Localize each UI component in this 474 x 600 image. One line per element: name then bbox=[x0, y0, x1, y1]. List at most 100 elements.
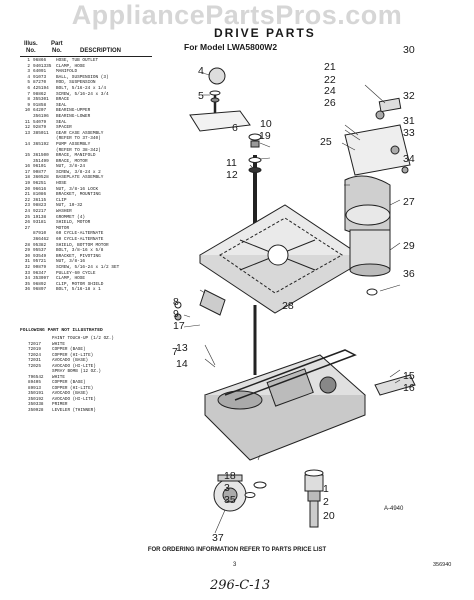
parts-row-desc: BOLT, 3/8-16 x 5/8 bbox=[56, 248, 104, 254]
callout-15: 15 bbox=[403, 370, 415, 382]
parts-row-desc: SEAL bbox=[56, 119, 67, 125]
parts-row-partno: 98862 bbox=[33, 91, 47, 97]
parts-row-desc: WASHER bbox=[56, 209, 72, 215]
parts-row-num: 21 bbox=[24, 192, 30, 198]
parts-row-desc: BRACKET, PIVOTING bbox=[56, 253, 101, 259]
callout-1: 1 bbox=[323, 483, 329, 495]
parts-row-partno: 95721 bbox=[33, 259, 47, 265]
not-illustrated-partno: 72017 bbox=[28, 341, 41, 347]
parts-row-desc: NUT, 3/8-24 bbox=[56, 164, 85, 170]
parts-row-desc: CLIP bbox=[56, 197, 67, 203]
parts-row-num: 11 bbox=[24, 119, 30, 125]
parts-row-desc: SCREW, 5/16-24 x 1/2 SET bbox=[56, 264, 120, 270]
not-illustrated-row: SPRAY BOMB (12 OZ.) bbox=[28, 369, 168, 375]
parts-row-partno: 96866 bbox=[33, 58, 47, 63]
not-illustrated-desc: AVOCADO (BASE) bbox=[52, 391, 89, 396]
parts-row-desc: BALL, SUSPENSION (3) bbox=[56, 74, 109, 80]
not-illustrated-desc: PAINT TOUCH-UP (1/2 OZ.) bbox=[52, 336, 114, 341]
parts-row-desc: (REFER TO 37-340) bbox=[56, 136, 101, 142]
watermark: AppliancePartsPros.com bbox=[71, 0, 403, 30]
callout-37: 37 bbox=[212, 532, 224, 544]
parts-row-num: 23 bbox=[24, 203, 30, 209]
page-title: DRIVE PARTS bbox=[214, 26, 316, 40]
callout-7: 7 bbox=[172, 346, 178, 358]
parts-row-partno: 81086 bbox=[33, 192, 47, 198]
col-description: DESCRIPTION bbox=[80, 48, 122, 54]
parts-row-partno: 87910 bbox=[33, 231, 47, 237]
callout-2: 2 bbox=[323, 496, 329, 508]
callout-9: 9 bbox=[173, 308, 179, 320]
parts-row-num: 32 bbox=[24, 264, 30, 270]
callout-16: 16 bbox=[403, 382, 415, 394]
parts-row-partno: 9401335 bbox=[33, 63, 52, 69]
parts-row-num: 9 bbox=[27, 102, 30, 108]
parts-row-partno: 87270 bbox=[33, 80, 47, 86]
callout-26: 26 bbox=[324, 97, 336, 109]
parts-row-partno: 96897 bbox=[33, 287, 47, 293]
parts-row-num: 13 bbox=[24, 130, 30, 136]
parts-row-desc: BOLT, 5/16-24 x 1/4 bbox=[56, 85, 107, 91]
callout-5: 5 bbox=[198, 90, 204, 102]
parts-row-desc: BASEPLATE ASSEMBLY bbox=[56, 175, 104, 181]
callout-4: 4 bbox=[198, 65, 204, 77]
callout-20: 20 bbox=[323, 510, 335, 522]
parts-row-partno: 90877 bbox=[33, 169, 47, 175]
brace-plate bbox=[189, 110, 251, 132]
parts-row-desc: BOLT, 5/16-18 x 1 bbox=[56, 287, 101, 293]
figure-code: A-4940 bbox=[384, 506, 404, 512]
callout-14: 14 bbox=[176, 358, 188, 370]
not-illustrated-partno: 350928 bbox=[28, 407, 44, 413]
parts-row-desc: BRACE, MANIFOLD bbox=[56, 153, 96, 159]
not-illustrated-partno: 72019 bbox=[28, 347, 41, 352]
parts-row-desc: SHIELD, BOTTOM MOTOR bbox=[56, 242, 109, 248]
parts-row-partno: 92217 bbox=[33, 209, 47, 215]
parts-row-num: 26 bbox=[24, 220, 30, 226]
not-illustrated-partno: 350191 bbox=[28, 391, 44, 396]
callout-19: 19 bbox=[259, 130, 271, 142]
header-rule bbox=[20, 56, 152, 57]
not-illustrated-partno: 72025 bbox=[28, 363, 41, 369]
parts-row-partno: 93181 bbox=[33, 220, 47, 226]
parts-row-num: 8 bbox=[27, 97, 30, 103]
not-illustrated-desc: COPPER (HI-LITE) bbox=[52, 385, 94, 391]
parts-row-num: 2 bbox=[27, 63, 30, 69]
parts-row-desc: PULLEY-60 CYCLE bbox=[56, 270, 96, 276]
not-illustrated-desc: COPPER (HI-LITE) bbox=[52, 352, 94, 358]
bolt-6 bbox=[210, 97, 220, 103]
callout-24: 24 bbox=[324, 85, 336, 97]
parts-row-num: 28 bbox=[24, 242, 30, 248]
parts-row-desc: GEAR CASE ASSEMBLY bbox=[56, 130, 104, 136]
parts-row-partno: 353097 bbox=[33, 276, 49, 282]
not-illustrated-desc: AVOCADO (BASE) bbox=[52, 358, 89, 363]
callout-6: 6 bbox=[232, 122, 238, 134]
parts-row-num: 33 bbox=[24, 270, 30, 276]
not-illustrated-desc: AVOCADO (HI-LITE) bbox=[52, 363, 96, 369]
parts-row-num: 4 bbox=[27, 74, 30, 80]
parts-row-desc: BRACE bbox=[56, 97, 70, 103]
ordering-footer: FOR ORDERING INFORMATION REFER TO PARTS … bbox=[147, 547, 327, 553]
parts-row-partno: 385011 bbox=[33, 130, 49, 136]
parts-row-partno: 96892 bbox=[33, 281, 47, 287]
callout-11: 11 bbox=[226, 157, 237, 169]
col-part: Part bbox=[51, 41, 63, 47]
not-illustrated-desc: COPPER (BASE) bbox=[52, 380, 86, 385]
